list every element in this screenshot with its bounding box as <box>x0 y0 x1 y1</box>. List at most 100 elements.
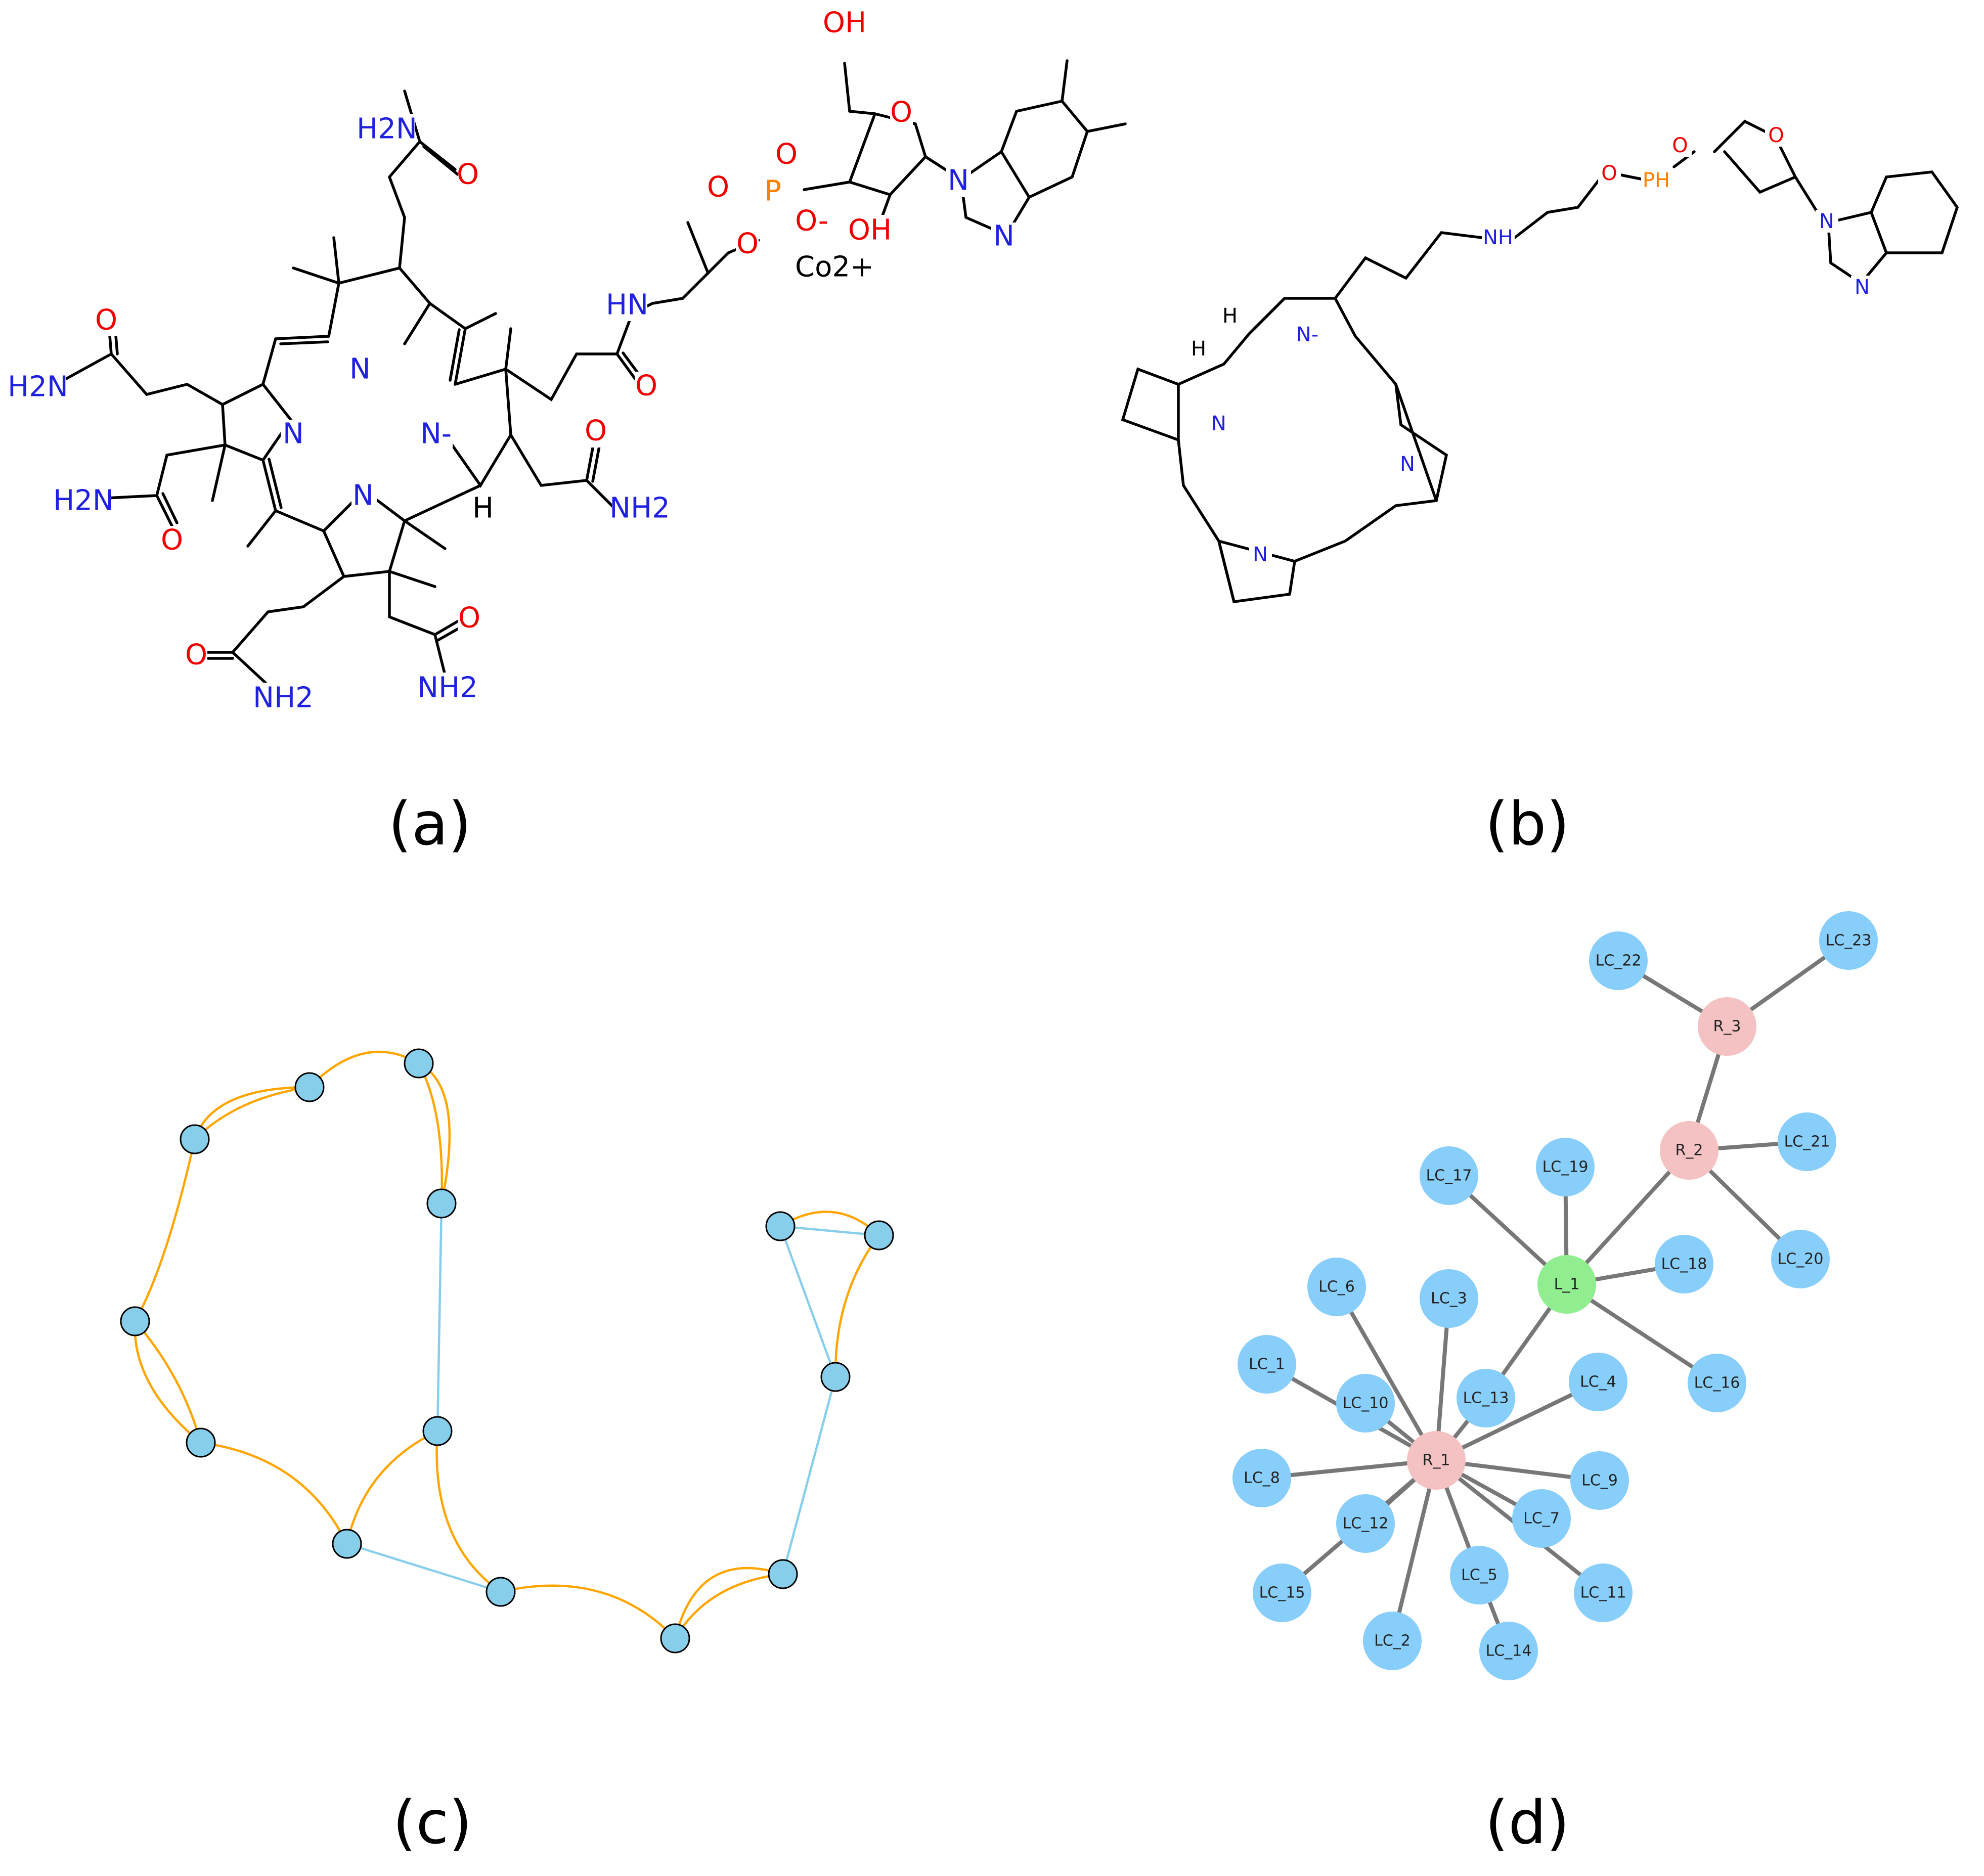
b-nh: NH <box>1483 226 1513 249</box>
tree-node-circle <box>1589 931 1648 990</box>
tree-edge <box>1565 1149 1691 1286</box>
tree-node-circle <box>1569 1353 1627 1411</box>
tree-edge <box>1335 1286 1438 1461</box>
tree-node-circle <box>1819 911 1878 970</box>
tree-node-circle <box>1232 1449 1291 1507</box>
tree-node-label: LC_19 <box>1542 1158 1589 1176</box>
a-o-linker: O <box>635 370 657 403</box>
tree-node-lc-11: LC_11 <box>1574 1564 1633 1622</box>
tree-node-circle <box>1570 1451 1629 1510</box>
b-o2: O <box>1672 134 1688 157</box>
tree-node-lc-2: LC_2 <box>1363 1612 1422 1670</box>
tree-node-label: LC_20 <box>1778 1250 1824 1268</box>
tree-node-lc-13: LC_13 <box>1457 1369 1515 1427</box>
tree-node-circle <box>1512 1489 1571 1548</box>
tree-node-label: L_1 <box>1554 1276 1580 1293</box>
tree-node-r-3: R_3 <box>1698 997 1756 1056</box>
graph-node <box>486 1577 516 1607</box>
tree-node-label: LC_11 <box>1580 1584 1626 1602</box>
tree-node-label: LC_22 <box>1596 952 1642 970</box>
tree-node-label: LC_14 <box>1486 1642 1532 1660</box>
b-ph: PH <box>1643 169 1670 192</box>
tree-node-lc-14: LC_14 <box>1479 1622 1538 1680</box>
graph-node <box>120 1306 150 1336</box>
graph-node <box>768 1559 798 1589</box>
a-o-bottom-left: O <box>185 639 207 672</box>
a-oh-top: OH <box>823 7 866 39</box>
panel-a-bonds <box>59 59 1127 687</box>
panel-a-molecule: H2N O O H2N H2N O N N N N- H O NH2 <box>8 7 1127 859</box>
caption-d: (d) <box>1485 1788 1570 1857</box>
tree-node-circle <box>1479 1622 1538 1680</box>
tree-node-label: LC_21 <box>1784 1133 1830 1151</box>
a-h2n-left-lower: H2N <box>53 484 114 517</box>
a-n-ring-right: N- <box>420 418 452 451</box>
graph-node <box>180 1124 210 1154</box>
panel-c-graph: (c) <box>120 1048 894 1857</box>
tree-node-lc-10: LC_10 <box>1336 1374 1395 1433</box>
tree-node-label: LC_13 <box>1463 1390 1509 1407</box>
tree-node-circle <box>1574 1564 1633 1622</box>
a-o-left-upper: O <box>95 304 117 337</box>
b-h1: H <box>1222 304 1238 328</box>
panel-c-edges <box>134 1050 880 1639</box>
b-o1: O <box>1601 162 1617 185</box>
a-n-ring-left: N <box>283 418 304 451</box>
tree-node-circle <box>1655 1235 1713 1293</box>
tree-edge <box>1435 1380 1599 1462</box>
graph-node <box>765 1211 796 1241</box>
tree-node-lc-7: LC_7 <box>1512 1489 1571 1548</box>
a-oh-bottom: OH <box>848 214 892 247</box>
a-o-phos-ester: O <box>736 228 759 260</box>
tree-node-label: LC_4 <box>1580 1373 1616 1391</box>
b-n-left: N <box>1211 412 1226 435</box>
b-n-bottom: N <box>1253 543 1268 566</box>
tree-node-lc-21: LC_21 <box>1778 1112 1836 1171</box>
tree-node-lc-17: LC_17 <box>1420 1146 1478 1205</box>
graph-node <box>186 1427 216 1458</box>
tree-node-lc-1: LC_1 <box>1238 1335 1296 1394</box>
a-o-right-amide: O <box>585 415 607 448</box>
a-cobalt: Co2+ <box>795 251 874 284</box>
tree-node-label: LC_12 <box>1343 1515 1389 1533</box>
a-o-left-lower: O <box>161 524 183 557</box>
caption-c: (c) <box>393 1788 472 1857</box>
tree-node-circle <box>1771 1230 1830 1288</box>
tree-node-lc-22: LC_22 <box>1589 931 1648 990</box>
tree-node-label: LC_10 <box>1343 1395 1389 1412</box>
tree-node-lc-5: LC_5 <box>1450 1546 1509 1604</box>
a-o-ring: O <box>890 96 912 129</box>
b-n-minus: N- <box>1296 323 1318 346</box>
tree-node-lc-9: LC_9 <box>1570 1451 1629 1510</box>
tree-node-label: LC_6 <box>1318 1278 1355 1296</box>
b-n-right: N <box>1400 453 1415 476</box>
b-n-benz2: N <box>1855 276 1870 299</box>
tree-node-lc-16: LC_16 <box>1688 1354 1746 1412</box>
tree-node-lc-19: LC_19 <box>1536 1138 1595 1196</box>
panel-c-nodes <box>120 1048 894 1654</box>
panel-b-atom-labels: H H N- N N N NH O PH O O N N <box>1191 124 1874 566</box>
a-n-ring-bottom: N <box>352 479 374 512</box>
a-o-phos-minus: O- <box>795 205 828 238</box>
tree-node-label: R_1 <box>1423 1452 1450 1469</box>
graph-node <box>660 1623 690 1654</box>
caption-a: (a) <box>388 789 471 859</box>
tree-edge <box>1390 1460 1438 1641</box>
tree-node-circle <box>1778 1112 1836 1171</box>
tree-node-lc-20: LC_20 <box>1771 1230 1830 1288</box>
tree-edge <box>1565 1282 1718 1385</box>
tree-node-lc-23: LC_23 <box>1819 911 1878 970</box>
panel-a-atom-labels: H2N O O H2N H2N O N N N N- H O NH2 <box>8 7 1017 714</box>
graph-node <box>820 1362 851 1392</box>
tree-node-r-2: R_2 <box>1660 1121 1718 1180</box>
graph-node <box>294 1072 325 1102</box>
tree-node-circle <box>1407 1431 1466 1490</box>
tree-node-circle <box>1363 1612 1422 1670</box>
tree-node-label: LC_7 <box>1523 1510 1560 1528</box>
a-p-atom: P <box>764 175 781 208</box>
b-o-ring: O <box>1768 124 1784 147</box>
b-n-benz1: N <box>1819 210 1834 233</box>
tree-node-circle <box>1336 1374 1395 1433</box>
tree-node-circle <box>1536 1138 1595 1196</box>
